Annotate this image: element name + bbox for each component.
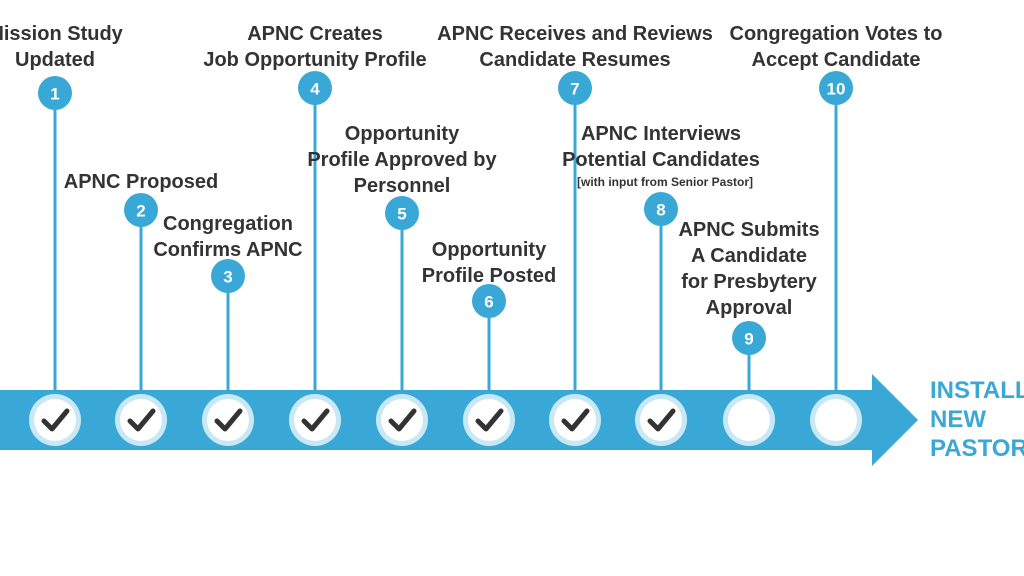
step-label-line: APNC Proposed	[64, 171, 218, 193]
step-label-line: Profile Approved by	[307, 149, 497, 171]
step-number-badge	[644, 192, 678, 226]
step-number: 9	[744, 330, 753, 349]
step-label-line: APNC Interviews	[581, 123, 741, 145]
step-number: 6	[484, 293, 493, 312]
step-label-line: Opportunity	[432, 239, 547, 261]
end-label-line: INSTALL	[930, 377, 1024, 404]
step-marker	[468, 399, 510, 441]
step-marker	[120, 399, 162, 441]
step-marker	[815, 399, 857, 441]
checkmark-icon	[475, 408, 504, 432]
step-label-line: Opportunity	[345, 123, 460, 145]
step-label-line: Updated	[15, 49, 95, 71]
step-label-line: Accept Candidate	[752, 49, 921, 71]
end-label-line: NEW	[930, 406, 986, 433]
step-label-line: Approval	[706, 297, 793, 319]
step-number-badge	[211, 259, 245, 293]
step-marker	[640, 399, 682, 441]
step-number: 3	[223, 268, 232, 287]
step-label-line: Personnel	[354, 175, 451, 197]
step-label-line: Mission Study	[0, 23, 124, 45]
checkmark-icon	[647, 408, 676, 432]
step-number: 5	[397, 205, 406, 224]
step-label-line: Confirms APNC	[153, 239, 302, 261]
step-label-line: APNC Submits	[678, 219, 819, 241]
step-label-line: Congregation Votes to	[730, 23, 943, 45]
step-number: 10	[827, 80, 846, 99]
checkmark-icon	[214, 408, 243, 432]
step-sub-note: [with input from Senior Pastor]	[577, 175, 753, 189]
timeline-step: APNC Submits A Candidate for PresbyteryApp…	[678, 219, 820, 446]
step-label-line: Potential Candidates	[562, 149, 760, 171]
step-label-line: Job Opportunity Profile	[203, 49, 426, 71]
step-number: 7	[570, 80, 579, 99]
timeline-step: Congregation Votes to Accept Candidate 10	[730, 23, 943, 446]
step-label-line: APNC Creates	[247, 23, 383, 45]
checkmark-icon	[561, 408, 590, 432]
step-number: 2	[136, 202, 145, 221]
step-marker	[728, 399, 770, 441]
step-number: 8	[656, 201, 665, 220]
step-number-badge	[38, 76, 72, 110]
step-number-badge	[298, 71, 332, 105]
step-marker	[554, 399, 596, 441]
checkmark-icon	[127, 408, 156, 432]
step-label-line: A Candidate	[691, 245, 807, 267]
checkmark-icon	[301, 408, 330, 432]
step-marker	[381, 399, 423, 441]
step-number: 1	[50, 85, 59, 104]
step-number-badge	[558, 71, 592, 105]
step-marker	[294, 399, 336, 441]
step-marker	[207, 399, 249, 441]
step-number-badge	[819, 71, 853, 105]
step-label-line: Profile Posted	[422, 265, 556, 287]
step-label-line: APNC Receives and Reviews	[437, 23, 713, 45]
checkmark-icon	[388, 408, 417, 432]
step-number-badge	[385, 196, 419, 230]
step-label-line: Congregation	[163, 213, 293, 235]
timeline-step: APNC Proposed 2	[64, 171, 218, 446]
step-label-line: for Presbytery	[681, 271, 817, 293]
step-marker	[34, 399, 76, 441]
step-number-badge	[732, 321, 766, 355]
checkmark-icon	[41, 408, 70, 432]
step-number: 4	[310, 80, 320, 99]
step-label-line: Candidate Resumes	[479, 49, 670, 71]
step-number-badge	[124, 193, 158, 227]
end-label-line: PASTOR	[930, 435, 1024, 462]
step-number-badge	[472, 284, 506, 318]
